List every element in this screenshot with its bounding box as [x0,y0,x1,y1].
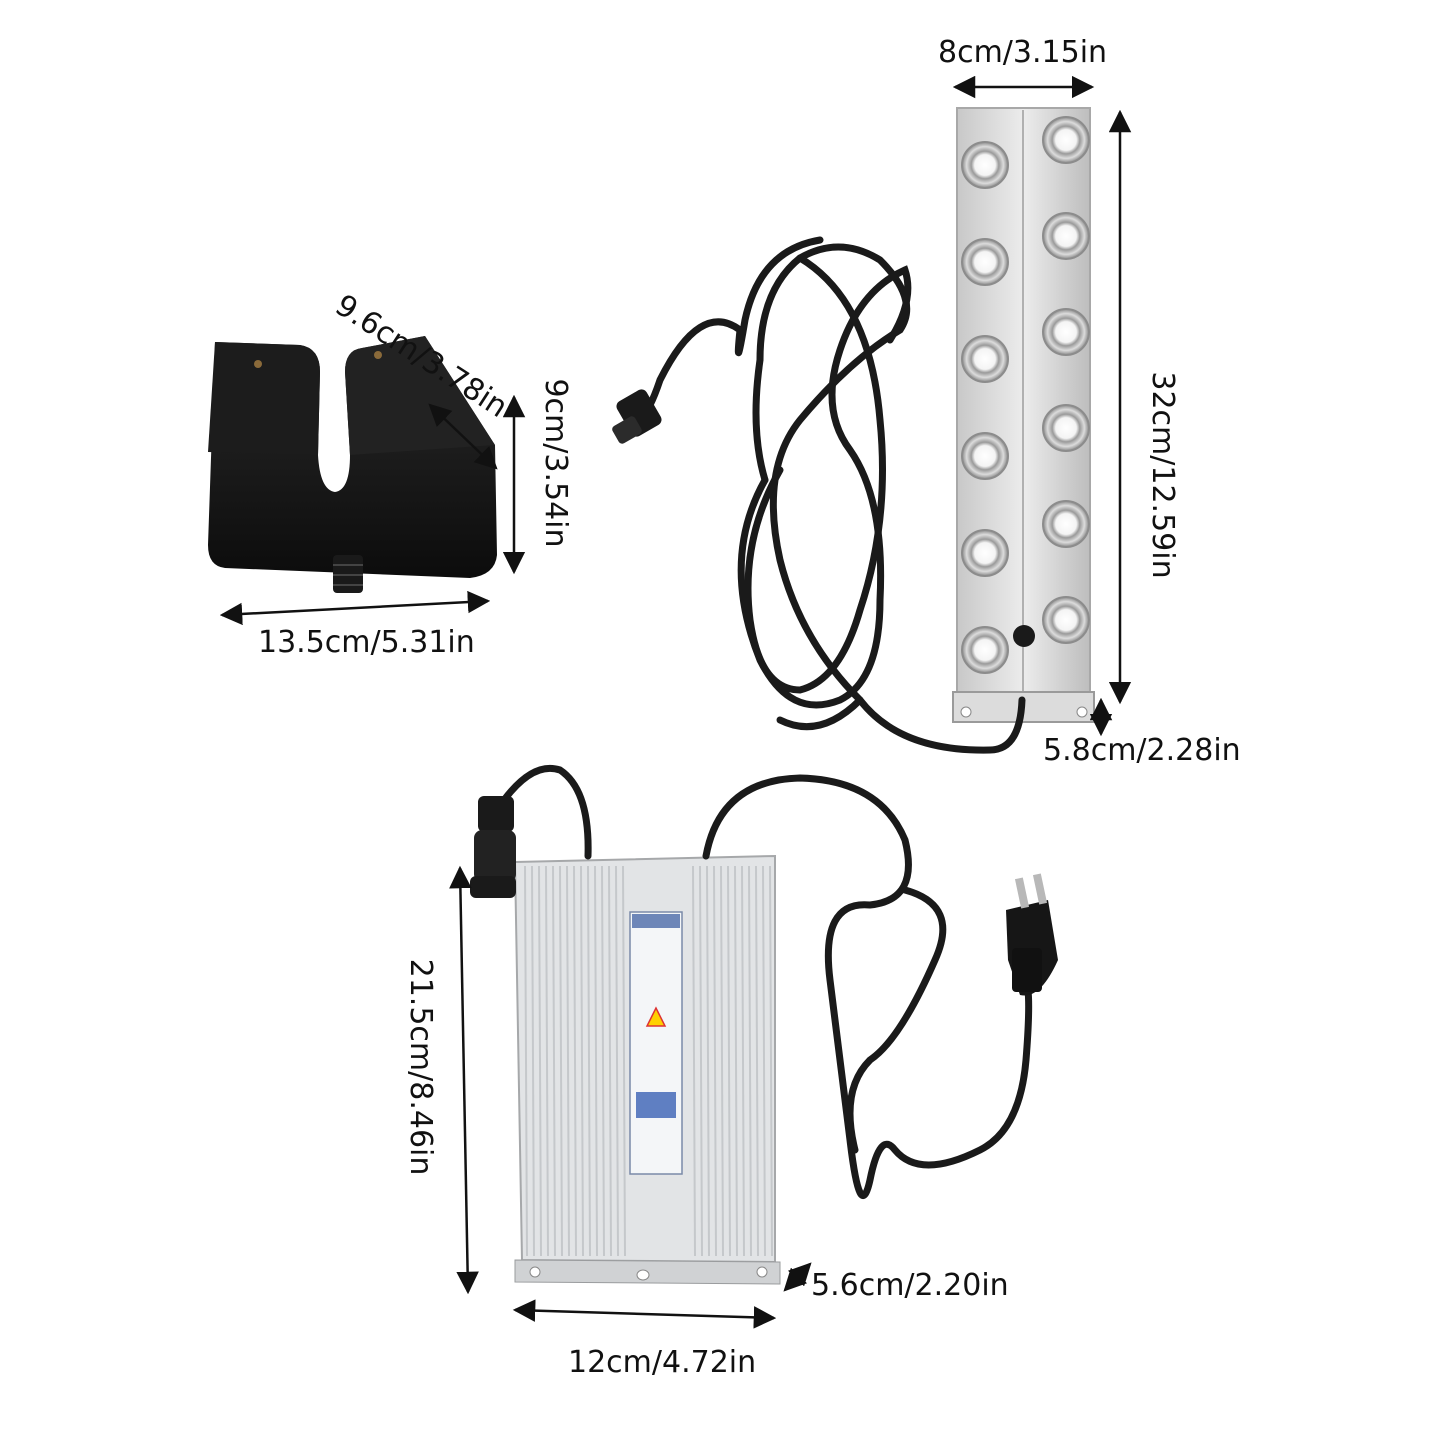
head-width-label: 8cm/3.15in [938,35,1108,70]
cooling-fin [601,865,605,1257]
cooling-fin [755,865,759,1257]
head-height-label: 5.8cm/2.28in [1043,733,1241,768]
cooling-fin [573,865,577,1257]
cooling-fin [692,865,696,1257]
nozzle [961,141,1009,189]
cooling-fin [720,865,724,1257]
connector-icon [470,796,516,898]
head-length-label: 32cm/12.59in [1145,371,1180,579]
cooling-fin [545,865,549,1257]
cooling-fin [608,865,612,1257]
mist-maker-head-icon [952,107,1095,723]
nozzle [1042,308,1090,356]
nozzle [1042,116,1090,164]
cooling-fin [769,865,773,1257]
nozzle [1042,212,1090,260]
nozzle [961,335,1009,383]
nozzle-group [961,116,1090,674]
nozzle [1042,404,1090,452]
cooling-fin [748,865,752,1257]
mist-head-cable-icon [636,236,1026,754]
cooling-fin [713,865,717,1257]
power-supply-output-cable-icon [493,764,592,860]
cooling-fin [741,865,745,1257]
cooling-fin [566,865,570,1257]
nozzle [1042,596,1090,644]
cooling-fin [734,865,738,1257]
nozzle [961,238,1009,286]
power-supply-input-cable-icon [702,774,1033,1200]
cooling-fin [762,865,766,1257]
cooling-fin [552,865,556,1257]
base-width-label: 13.5cm/5.31in [258,625,475,660]
cooling-fin [727,865,731,1257]
power-supply-icon [513,854,781,1285]
dimension-lines [219,75,1132,1329]
us-plug-icon [1006,873,1058,996]
psu-width-label: 12cm/4.72in [568,1345,757,1380]
cooling-fin [538,865,542,1257]
nozzle [1042,500,1090,548]
nozzle [961,432,1009,480]
cooling-fin [622,865,626,1257]
psu-depth-label: 5.6cm/2.20in [811,1268,1009,1303]
nozzle [961,529,1009,577]
cooling-fin [559,865,563,1257]
cooling-fin [594,865,598,1257]
cooling-fin [531,865,535,1257]
connector-icon [612,389,662,444]
nozzle [961,626,1009,674]
cooling-fin [706,865,710,1257]
cooling-fin [580,865,584,1257]
cooling-fin [615,865,619,1257]
cooling-fin [699,865,703,1257]
psu-height-label: 21.5cm/8.46in [403,958,438,1176]
cooling-fin [524,865,528,1257]
base-height-label: 9cm/3.54in [538,378,573,548]
cooling-fin [587,865,591,1257]
